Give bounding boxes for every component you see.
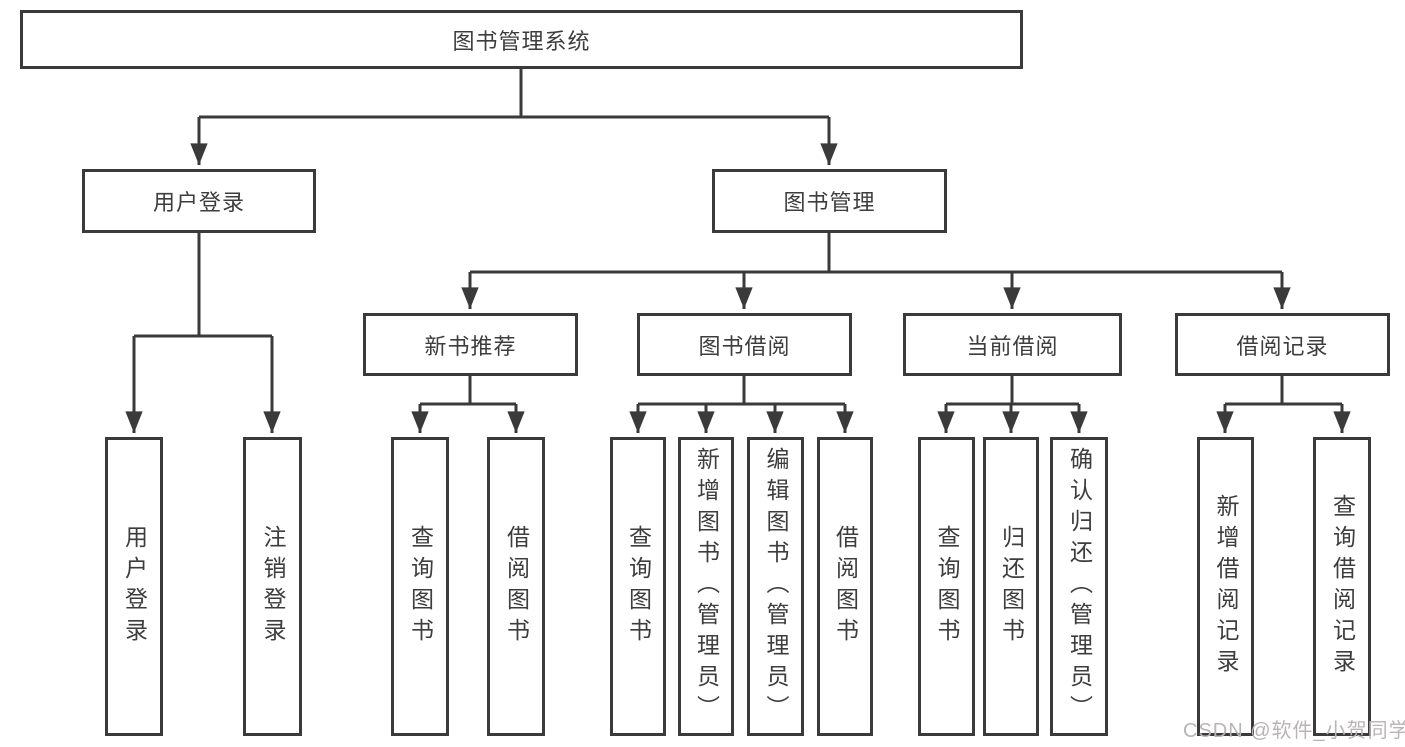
leaf-label: 归还图书 <box>998 524 1025 649</box>
wire-borrowrecord-bus <box>1225 376 1342 406</box>
node-library-management-system: 图书管理系统 <box>20 10 1023 69</box>
leaf-edit-book-admin: 编辑图书（管理员） <box>747 437 804 736</box>
leaf-label: 查询图书 <box>934 524 960 649</box>
leaf-label: 确认归还（管理员） <box>1066 447 1093 726</box>
node-label: 图书管理系统 <box>452 28 591 54</box>
node-current-borrow: 当前借阅 <box>903 313 1122 376</box>
wire-newbook-bus <box>420 376 516 406</box>
node-borrow-records: 借阅记录 <box>1175 313 1390 376</box>
node-book-management: 图书管理 <box>712 169 947 233</box>
node-label: 图书借阅 <box>698 333 791 359</box>
leaf-query-books-current: 查询图书 <box>918 437 975 736</box>
leaf-user-login: 用户登录 <box>105 437 163 736</box>
leaf-query-borrow-record: 查询借阅记录 <box>1313 437 1371 736</box>
leaf-label: 查询图书 <box>407 524 434 649</box>
node-book-borrow: 图书借阅 <box>637 313 852 376</box>
leaf-borrow-books-recommend: 借阅图书 <box>487 437 545 736</box>
leaf-add-book-admin: 新增图书（管理员） <box>678 437 734 736</box>
node-label: 新书推荐 <box>424 333 517 359</box>
leaf-label: 查询借阅记录 <box>1329 493 1356 680</box>
leaf-label: 借阅图书 <box>503 524 530 649</box>
node-label: 用户登录 <box>152 190 245 215</box>
leaf-confirm-return-admin: 确认归还（管理员） <box>1050 437 1108 736</box>
wire-currentborrow-bus <box>946 376 1079 406</box>
leaf-label: 注销登录 <box>260 524 286 649</box>
leaf-label: 查询图书 <box>625 524 652 649</box>
leaf-return-book: 归还图书 <box>983 437 1039 736</box>
node-user-login: 用户登录 <box>82 169 316 233</box>
wire-bookborrow-bus <box>638 376 845 406</box>
leaf-label: 编辑图书（管理员） <box>763 447 789 726</box>
leaf-label: 用户登录 <box>121 524 148 649</box>
node-new-book-recommend: 新书推荐 <box>363 313 578 376</box>
node-label: 借阅记录 <box>1236 333 1329 359</box>
leaf-label: 借阅图书 <box>832 524 859 649</box>
leaf-query-books-recommend: 查询图书 <box>391 437 449 736</box>
node-label: 当前借阅 <box>966 333 1059 359</box>
wire-bookmgmt-bus <box>470 233 1282 274</box>
leaf-logout: 注销登录 <box>243 437 302 736</box>
leaf-query-books-borrow: 查询图书 <box>610 437 666 736</box>
wire-userlogin-bus <box>134 233 272 338</box>
leaf-label: 新增借阅记录 <box>1213 493 1239 680</box>
leaf-borrow-books: 借阅图书 <box>817 437 873 736</box>
leaf-add-borrow-record: 新增借阅记录 <box>1197 437 1254 736</box>
leaf-label: 新增图书（管理员） <box>693 447 720 726</box>
wire-root-bus <box>199 69 829 119</box>
csdn-watermark: CSDN @软件_小贺同学 <box>1183 720 1405 742</box>
node-label: 图书管理 <box>783 190 876 215</box>
